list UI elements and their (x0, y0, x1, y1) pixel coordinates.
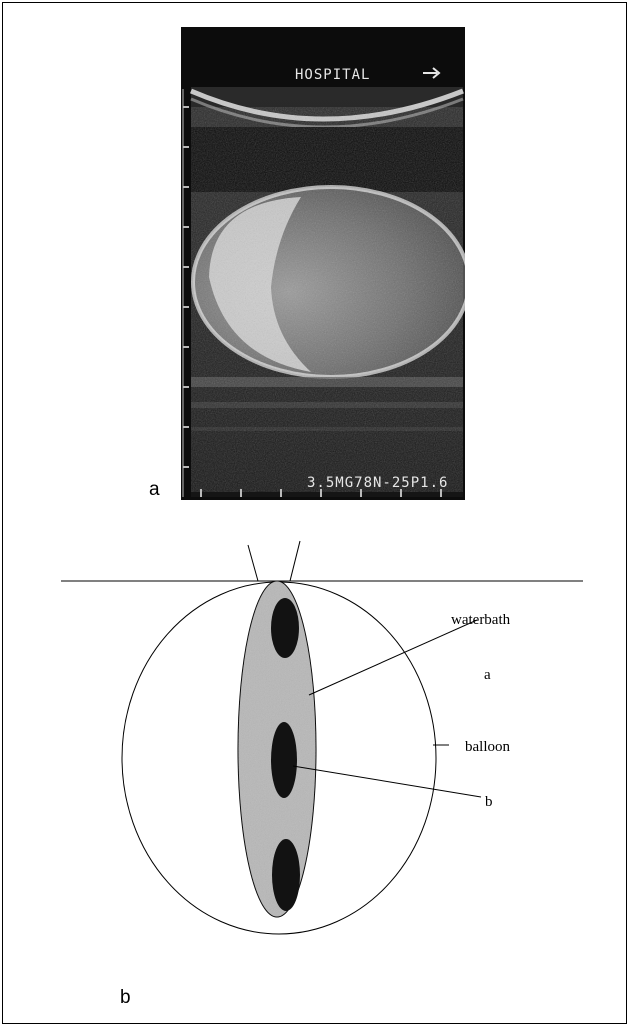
panel-a-label: a (149, 479, 160, 501)
probe-right-line (290, 541, 300, 581)
panel-b-label: b (120, 987, 131, 1009)
label-waterbath: waterbath (451, 612, 511, 628)
probe-left-line (248, 545, 258, 581)
leader-line-a (309, 620, 477, 695)
ultrasound-top-text: HOSPITAL (295, 67, 370, 83)
ultrasound-bottom-text: 3.5MG78N-25P1.6 (307, 475, 448, 491)
label-a: a (484, 667, 491, 683)
label-balloon: balloon (465, 739, 510, 755)
leader-line-b (293, 766, 481, 797)
balloon-diagram: waterbath a balloon b (3, 508, 628, 1028)
lesion-lower (272, 839, 300, 911)
label-b: b (485, 794, 493, 810)
ultrasound-image: HOSPITAL 3.5MG78N-25P1.6 (181, 27, 465, 500)
lesion-upper (271, 598, 299, 658)
lesion-middle (271, 722, 297, 798)
